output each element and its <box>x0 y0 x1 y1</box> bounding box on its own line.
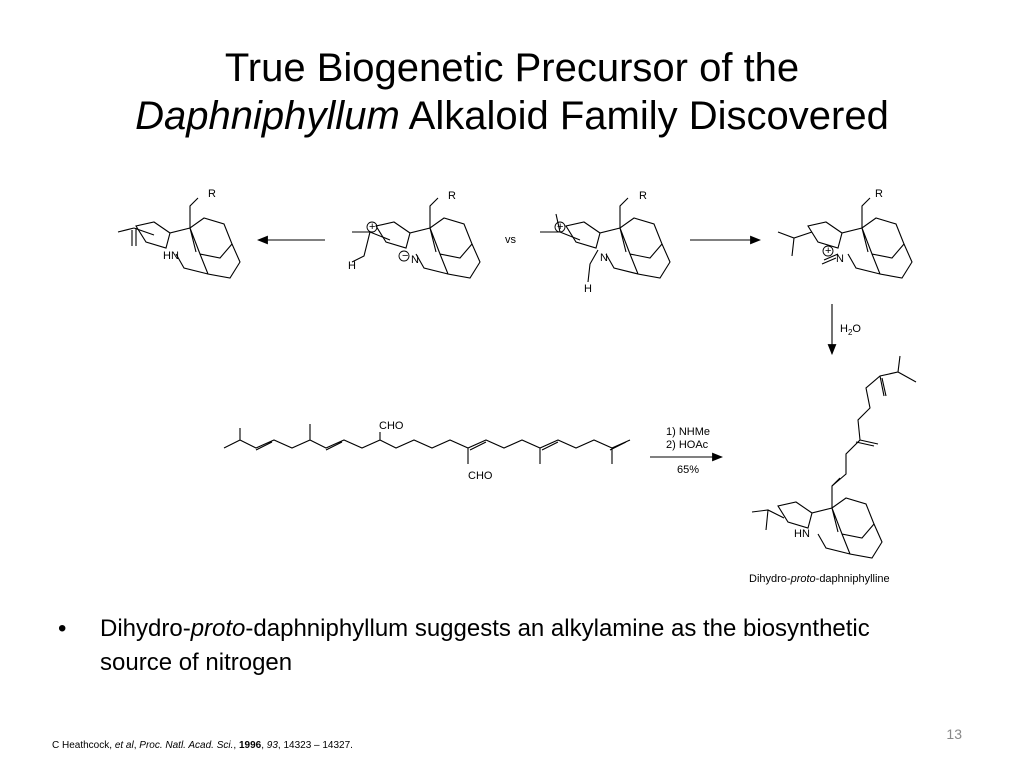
title-line-2-rest: Alkaloid Family Discovered <box>399 94 889 138</box>
aldehyde-bottom: CHO <box>468 470 493 482</box>
minus-charge-2: − <box>402 250 409 262</box>
structure-hn-isopropenyl <box>117 197 241 279</box>
plus-charge-4: + <box>825 245 832 257</box>
structure-product <box>751 355 917 559</box>
nitrogen-label-2: N <box>411 254 419 266</box>
page-number: 13 <box>946 726 962 742</box>
structure-iminium <box>777 197 913 279</box>
citation: C Heathcock, et al, Proc. Natl. Acad. Sc… <box>52 740 353 751</box>
r-group-3: R <box>639 190 647 202</box>
plus-charge-3: + <box>557 221 564 233</box>
title-line-2: Daphniphyllum Alkaloid Family Discovered <box>0 92 1024 140</box>
slide-title: True Biogenetic Precursor of the Daphnip… <box>0 44 1024 140</box>
structure-dialdehyde <box>223 424 631 464</box>
structure-cation-anion <box>351 197 481 279</box>
reagent-h2o: H2O <box>840 323 861 338</box>
title-line-1: True Biogenetic Precursor of the <box>224 46 800 90</box>
aldehyde-top: CHO <box>379 420 404 432</box>
reagent-step-2: 2) HOAc <box>666 439 709 451</box>
title-genus: Daphniphyllum <box>135 94 400 138</box>
bullet-marker: • <box>58 615 67 642</box>
hn-label-product: HN <box>794 528 810 540</box>
yield-label: 65% <box>677 464 700 476</box>
reagent-step-1: 1) NHMe <box>666 426 711 438</box>
hydrogen-label-3: H <box>584 283 592 295</box>
hn-label-1: HN <box>163 250 179 262</box>
vs-label: vs <box>505 234 516 246</box>
r-group-1: R <box>208 188 216 200</box>
r-group-2: R <box>448 190 456 202</box>
nitrogen-label-4: N <box>836 253 844 265</box>
structure-cation-h <box>540 197 671 283</box>
r-group-4: R <box>875 188 883 200</box>
hydrogen-label-2: H <box>348 260 356 272</box>
product-name: Dihydro-proto-daphniphylline <box>749 573 890 585</box>
nitrogen-label-3: N <box>600 252 608 264</box>
plus-charge-2: + <box>369 221 376 233</box>
bullet-text: Dihydro-proto-daphniphyllum suggests an … <box>100 615 870 676</box>
